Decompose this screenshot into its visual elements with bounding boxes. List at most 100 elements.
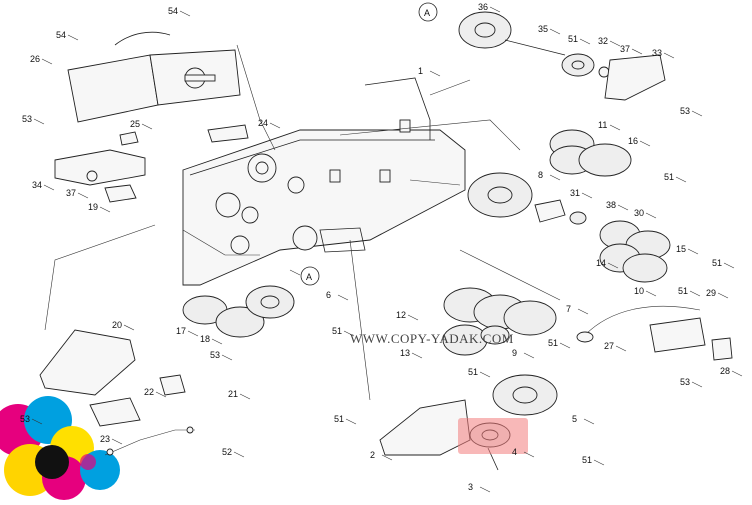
leader-line-5 — [583, 418, 595, 425]
part-label-34: 34 — [32, 180, 42, 190]
part-label-37: 37 — [66, 188, 76, 198]
part-label-51: 51 — [548, 338, 558, 348]
leader-line-51 — [689, 290, 701, 297]
leader-line-15 — [687, 248, 699, 255]
part-label-27: 27 — [604, 341, 614, 351]
part-label-53: 53 — [680, 106, 690, 116]
leader-line-18 — [211, 338, 223, 345]
part-label-35: 35 — [538, 24, 548, 34]
part-label-9: 9 — [512, 348, 517, 358]
leader-line-12 — [407, 314, 419, 321]
leader-line-29 — [717, 292, 729, 299]
part-label-10: 10 — [634, 286, 644, 296]
part-label-24: 24 — [258, 118, 268, 128]
part-label-37: 37 — [620, 44, 630, 54]
leader-line-51 — [675, 176, 687, 183]
leader-line-51 — [559, 342, 571, 349]
leader-line-53 — [691, 381, 703, 388]
part-label-53: 53 — [210, 350, 220, 360]
leader-line-54 — [179, 10, 191, 17]
part-label-32: 32 — [598, 36, 608, 46]
part-label-23: 23 — [100, 434, 110, 444]
leader-line-17 — [187, 330, 199, 337]
leader-line-33 — [663, 52, 675, 59]
part-label-30: 30 — [634, 208, 644, 218]
leader-line-53 — [221, 354, 233, 361]
leader-line-19 — [99, 206, 111, 213]
part-label-1: 1 — [418, 66, 423, 76]
view-marker-a-top: A — [418, 2, 438, 22]
leader-line-23 — [111, 438, 123, 445]
watermark-text: WWW.COPY-YADAK.COM — [350, 331, 514, 346]
part-label-38: 38 — [606, 200, 616, 210]
part-label-22: 22 — [144, 387, 154, 397]
leader-line-51 — [479, 371, 491, 378]
part-label-51: 51 — [332, 326, 342, 336]
leader-line-22 — [155, 391, 167, 398]
view-marker-a-mid: A — [300, 266, 320, 286]
left-bracket-parts — [54, 124, 249, 203]
part-label-25: 25 — [130, 119, 140, 129]
leader-line-4 — [523, 451, 535, 458]
part-label-53: 53 — [22, 114, 32, 124]
right-gear-cluster — [467, 129, 671, 283]
part-label-16: 16 — [628, 136, 638, 146]
leader-line-53 — [33, 118, 45, 125]
leader-line-8 — [549, 174, 561, 181]
leader-line-34 — [43, 184, 55, 191]
part-label-12: 12 — [396, 310, 406, 320]
top-right-motor-assembly — [458, 11, 666, 101]
part-label-5: 5 — [572, 414, 577, 424]
leader-line-3 — [479, 486, 491, 493]
part-label-51: 51 — [568, 34, 578, 44]
color-logo — [0, 396, 120, 500]
part-label-19: 19 — [88, 202, 98, 212]
leader-line-10 — [645, 290, 657, 297]
main-frame — [182, 77, 466, 286]
part-label-7: 7 — [566, 304, 571, 314]
motor-plate — [67, 31, 241, 123]
leader-line-35 — [549, 28, 561, 35]
leader-line-38 — [617, 204, 629, 211]
part-label-51: 51 — [712, 258, 722, 268]
part-label-4: 4 — [512, 447, 517, 457]
leader-line-20 — [123, 324, 135, 331]
part-label-54: 54 — [168, 6, 178, 16]
leader-line-21 — [239, 393, 251, 400]
leader-line-53 — [691, 110, 703, 117]
leader-line-37 — [631, 48, 643, 55]
leader-line-11 — [609, 124, 621, 131]
leader-line-52 — [233, 451, 245, 458]
part-label-28: 28 — [720, 366, 730, 376]
leader-line-2 — [381, 454, 393, 461]
leader-line-7 — [577, 308, 589, 315]
part-label-14: 14 — [596, 258, 606, 268]
part-label-51: 51 — [468, 367, 478, 377]
leader-line-51 — [343, 330, 355, 337]
part-label-26: 26 — [30, 54, 40, 64]
leader-line-26 — [41, 58, 53, 65]
part-label-36: 36 — [478, 2, 488, 12]
part-label-3: 3 — [468, 482, 473, 492]
part-label-51: 51 — [678, 286, 688, 296]
leader-line-6 — [337, 294, 349, 301]
leader-line-24 — [269, 122, 281, 129]
guide-lines — [44, 44, 561, 401]
highlight-box — [458, 418, 528, 454]
leader-line-37 — [77, 192, 89, 199]
part-label-11: 11 — [598, 120, 607, 130]
leader-line-25 — [141, 123, 153, 130]
view-marker-a-mid-label: A — [306, 272, 312, 282]
bottom-left-bracket — [39, 329, 195, 456]
part-label-8: 8 — [538, 170, 543, 180]
view-marker-a-top-label: A — [424, 8, 430, 18]
leader-line-51 — [579, 38, 591, 45]
part-label-15: 15 — [676, 244, 686, 254]
leader-line-30 — [645, 212, 657, 219]
leader-line-36 — [489, 6, 501, 13]
part-label-53: 53 — [680, 377, 690, 387]
part-label-17: 17 — [176, 326, 186, 336]
